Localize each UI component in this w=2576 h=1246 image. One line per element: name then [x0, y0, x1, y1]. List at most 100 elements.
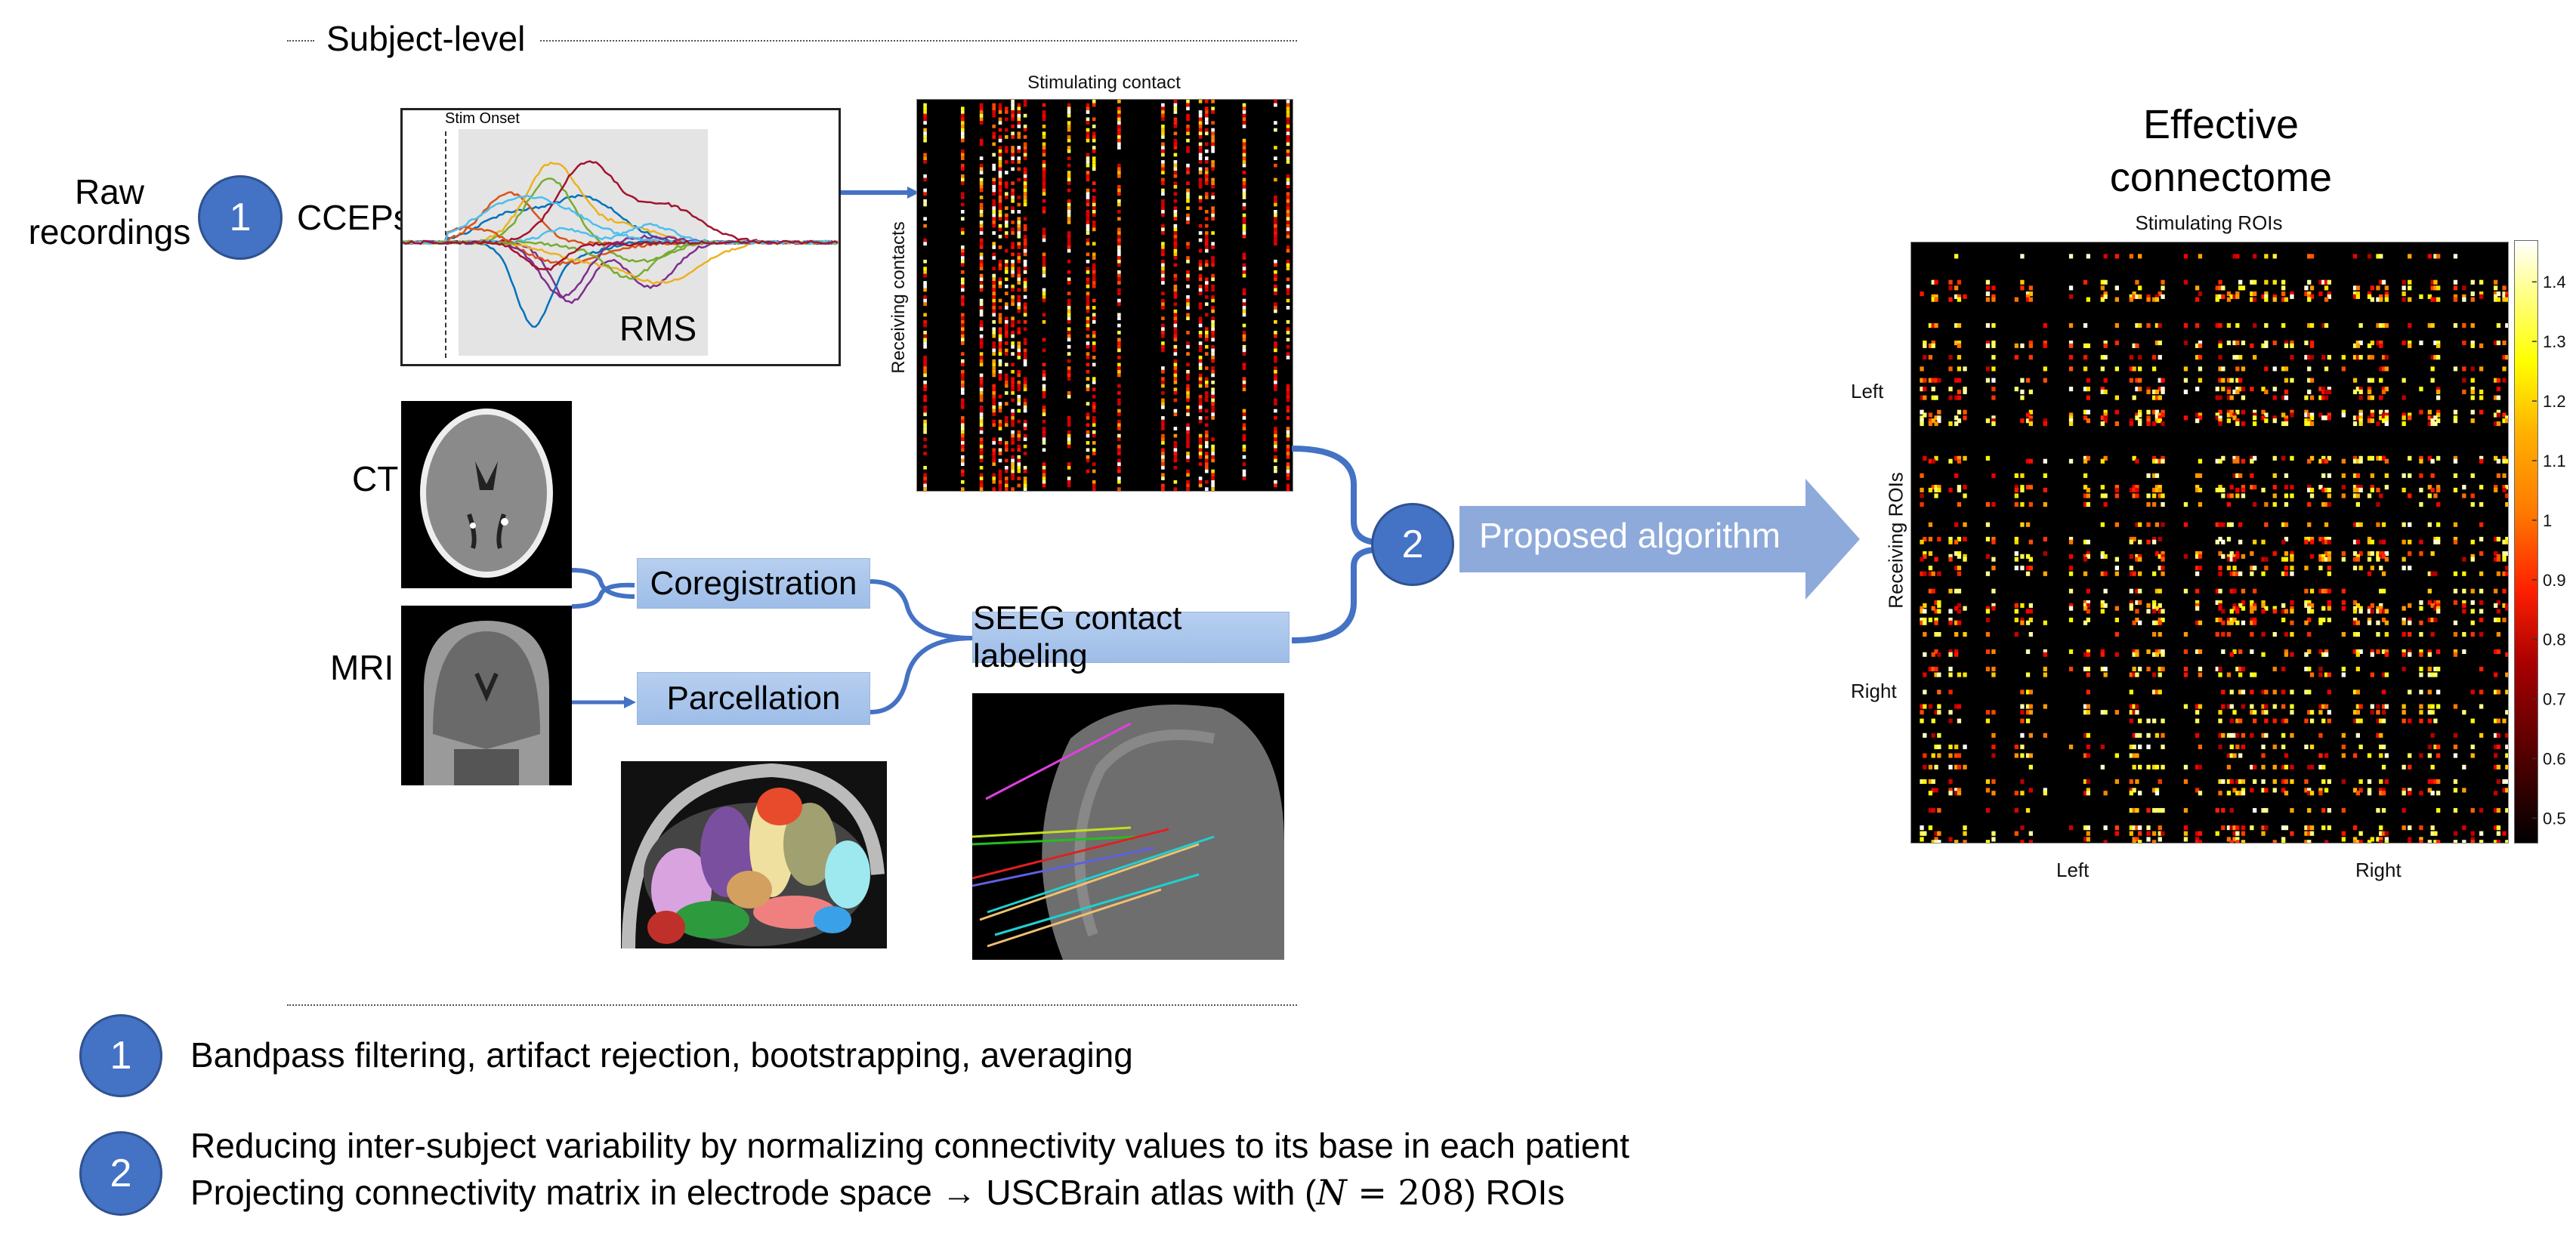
contact-matrix-cell: [1242, 348, 1246, 353]
contact-matrix-cell: [923, 273, 927, 278]
contact-matrix-cell: [1023, 427, 1027, 430]
contact-matrix-cell: [1161, 202, 1165, 207]
connectome-cell: [2183, 366, 2188, 372]
connectome-cell: [2290, 732, 2294, 738]
connectome-cell: [2215, 831, 2219, 836]
connectome-cell: [2146, 825, 2151, 831]
connectome-cell: [2307, 279, 2312, 285]
connectome-cell: [2419, 294, 2423, 299]
proposed-algorithm-arrow[interactable]: [1459, 479, 1867, 600]
connectome-cell: [2103, 291, 2108, 297]
connectome-cell: [2232, 732, 2237, 738]
connectome-cell: [1948, 620, 1953, 625]
connectome-cell: [2068, 421, 2074, 427]
connectome-cell: [1991, 539, 1996, 544]
contact-matrix-cell: [1274, 356, 1277, 359]
connectome-cell: [2138, 254, 2142, 259]
contact-matrix-cell: [1211, 406, 1215, 409]
contact-matrix-cell: [1067, 373, 1071, 378]
contact-matrix-cell: [1117, 362, 1121, 367]
contact-matrix-cell: [1011, 384, 1015, 388]
contact-matrix-cell: [1173, 352, 1178, 356]
connectome-cell: [2358, 421, 2363, 427]
contact-matrix-cell: [998, 128, 1002, 132]
contact-matrix-cell: [1274, 444, 1277, 449]
connectome-cell: [2198, 291, 2203, 297]
connectome-cell: [2430, 710, 2435, 715]
connectome-cell: [2154, 412, 2160, 418]
contact-matrix-cell: [1198, 316, 1203, 320]
contact-matrix-cell: [992, 406, 996, 409]
connectome-cell: [2436, 689, 2441, 695]
contact-matrix-cell: [1211, 142, 1215, 146]
contact-matrix-cell: [992, 366, 996, 370]
connectome-cell: [2496, 297, 2501, 302]
contact-matrix-cell: [1042, 369, 1046, 374]
connectome-cell: [1991, 557, 1996, 562]
connectome-cell: [2479, 458, 2484, 464]
connectome-cell: [2453, 539, 2458, 544]
coregistration-box[interactable]: Coregistration: [637, 558, 870, 609]
connectome-cell: [2290, 710, 2294, 715]
connectome-cell: [2226, 389, 2232, 394]
contact-matrix-cell: [1067, 320, 1071, 324]
connectome-cell: [2419, 718, 2423, 723]
connectome-cell: [2152, 487, 2157, 492]
contact-matrix-cell: [1242, 306, 1246, 310]
connectome-cell: [1934, 415, 1938, 421]
connectome-cell: [2496, 341, 2501, 346]
ccep-trace: [403, 239, 839, 271]
contact-matrix-cell: [923, 224, 927, 228]
contact-matrix-cell: [1274, 369, 1277, 374]
contact-matrix-cell: [923, 362, 927, 367]
connectome-cell: [2114, 395, 2119, 400]
seeg-labeling-box[interactable]: SEEG contact labeling: [972, 600, 1290, 674]
parcellation-box[interactable]: Parcellation: [637, 672, 870, 725]
contact-matrix-cell: [1274, 217, 1277, 221]
connectome-cell: [1991, 323, 1996, 328]
connectome-cell: [2408, 632, 2412, 637]
connectome-cell: [2408, 791, 2412, 796]
contact-matrix-cell: [1117, 252, 1121, 257]
contact-matrix-cell: [1173, 391, 1178, 395]
connectome-cell: [2324, 539, 2329, 544]
connectome-cell: [2025, 418, 2031, 424]
contact-matrix-cell: [1011, 125, 1015, 128]
contact-matrix-cell: [998, 409, 1002, 413]
connectome-cell: [2132, 745, 2136, 750]
connectome-cell: [2020, 395, 2025, 400]
contact-matrix-cell: [992, 373, 996, 378]
connectome-cell: [2370, 395, 2374, 400]
connectome-cell: [1928, 355, 1933, 360]
connectome-cell: [2401, 666, 2406, 671]
contact-matrix-cell: [1286, 177, 1290, 182]
contact-matrix-cell: [1117, 263, 1121, 267]
connectome-cell: [2154, 652, 2160, 657]
contact-matrix-cell: [1186, 441, 1190, 445]
connectome-cell: [2307, 689, 2312, 695]
connectome-cell: [2502, 487, 2507, 492]
connectome-cell: [2218, 536, 2222, 541]
contact-matrix-cell: [1211, 387, 1215, 392]
connectome-cell: [2376, 808, 2380, 813]
connectome-cell: [2355, 603, 2360, 608]
connectome-cell: [2272, 704, 2277, 709]
connectome-cell: [2505, 606, 2508, 611]
contact-matrix-cell: [1067, 302, 1071, 307]
connectome-cell: [2309, 378, 2315, 383]
contact-matrix-cell: [961, 473, 965, 477]
contact-matrix-cell: [979, 110, 984, 114]
connectome-cell: [2284, 718, 2289, 723]
contact-matrix-cell: [979, 231, 984, 235]
contact-matrix-cell: [1211, 288, 1215, 292]
contact-matrix-cell: [961, 281, 965, 285]
connectome-cell: [2232, 837, 2237, 842]
connectome-cell: [2327, 603, 2331, 608]
connectome-cell: [1985, 323, 1991, 328]
contact-matrix-cell: [979, 213, 984, 217]
connectome-cell: [2152, 603, 2157, 608]
contact-matrix-cell: [1011, 477, 1015, 480]
contact-matrix-cell: [1005, 259, 1008, 264]
contact-matrix-cell: [1067, 177, 1071, 182]
contact-matrix-cell: [979, 323, 984, 328]
